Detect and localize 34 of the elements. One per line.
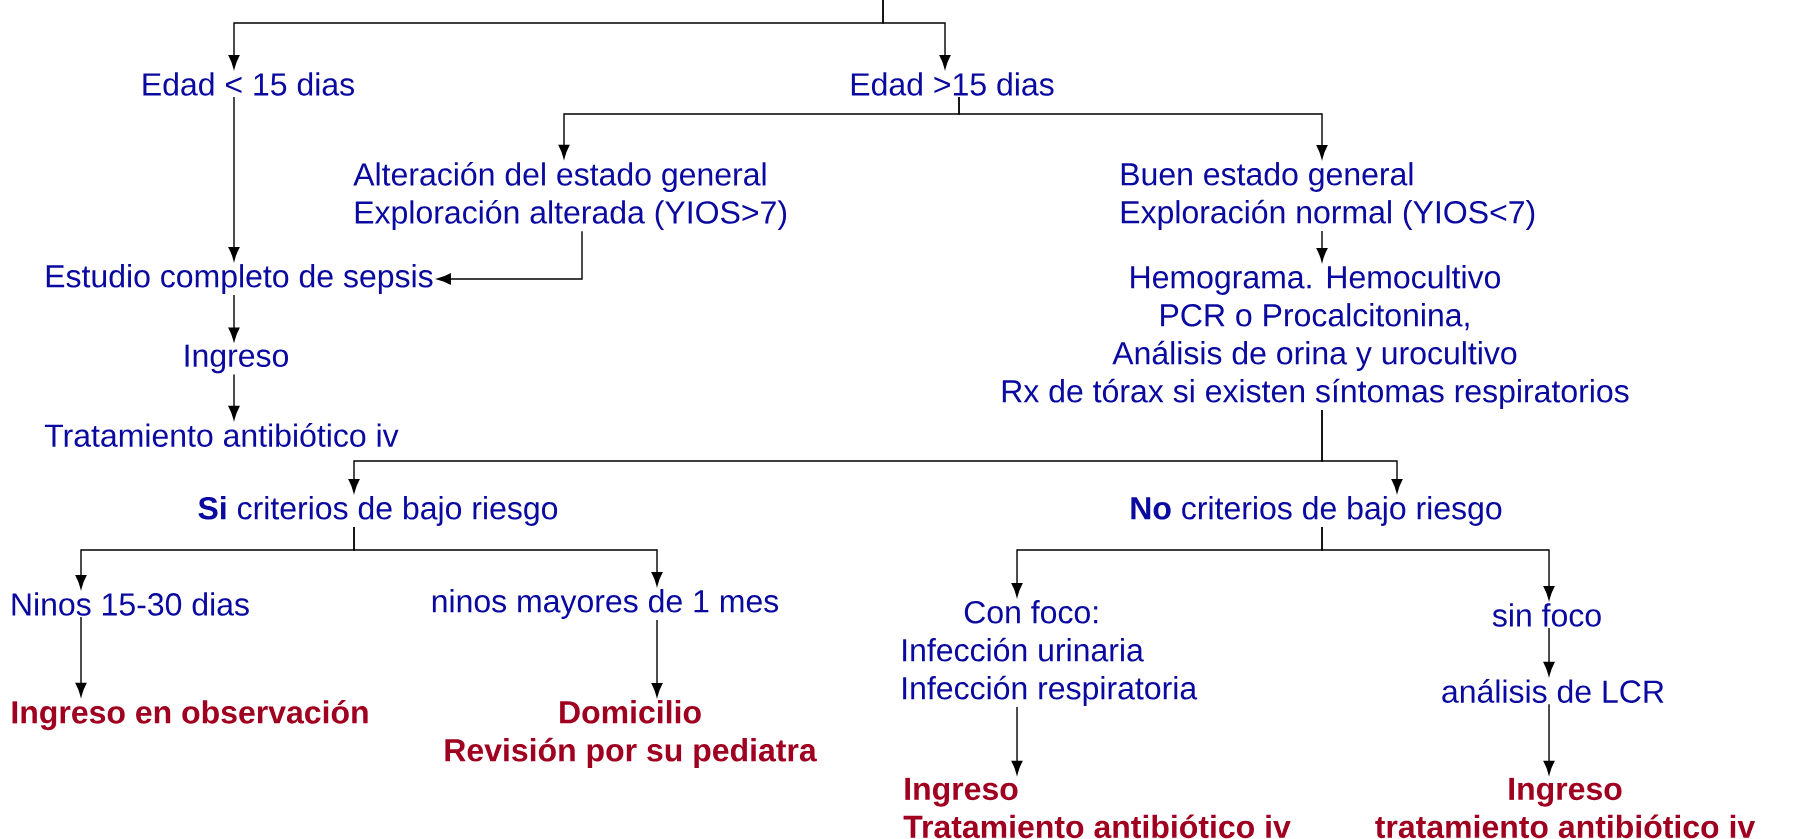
arrow xyxy=(882,0,951,69)
step-text: Buen estado general Exploración normal (YIOS<7) xyxy=(1121,162,1535,230)
step-text: sin foco xyxy=(1492,603,1601,627)
arrow xyxy=(1321,526,1555,600)
step-text: Tratamiento antibiótico iv xyxy=(44,423,399,447)
step-text: Alteración del estado general Exploración alterada (YIOS>7) xyxy=(353,161,787,231)
step-text: Ingreso xyxy=(185,344,288,374)
outcome-text: Ingreso tratamiento antibiótico iv xyxy=(1375,777,1756,839)
arrow xyxy=(228,373,240,420)
arrow xyxy=(1316,230,1328,262)
arrow xyxy=(1011,706,1023,775)
step-text: análisis de LCR xyxy=(1442,679,1664,703)
arrow xyxy=(958,96,1328,159)
arrow xyxy=(228,294,240,342)
outcome-text: Ingreso Tratamiento antibiótico iv xyxy=(903,777,1291,839)
arrow xyxy=(1543,627,1555,676)
arrow xyxy=(353,526,663,586)
step-text: No criterios de bajo riesgo xyxy=(1131,496,1502,526)
step-text: ninos mayores de 1 mes xyxy=(432,589,779,619)
arrow xyxy=(437,230,583,285)
outcome-text: Ingreso en observación xyxy=(12,699,368,731)
arrow xyxy=(1543,703,1555,775)
arrow xyxy=(1321,409,1403,493)
step-text: Estudio completo de sepsis xyxy=(46,264,433,294)
step-text: Edad < 15 dias xyxy=(143,72,354,96)
step-text: Edad >15 dias xyxy=(851,72,1054,96)
arrow xyxy=(651,619,663,697)
step-text: Hemograma. Hemocultivo PCR o Procalcitonina, Análisis de orina y urocultivo Rx de tórax si existen síntomas respiratorios xyxy=(1002,265,1629,409)
step-text: Ninos 15-30 dias xyxy=(12,592,249,616)
step-text: Si criterios de bajo riesgo xyxy=(198,496,558,526)
outcome-text: Domicilio Revisión por su pediatra xyxy=(445,700,817,768)
arrow xyxy=(228,96,240,261)
arrow xyxy=(75,616,87,697)
step-text: Con foco: Infección urinaria Infección respiratoria xyxy=(903,600,1198,706)
